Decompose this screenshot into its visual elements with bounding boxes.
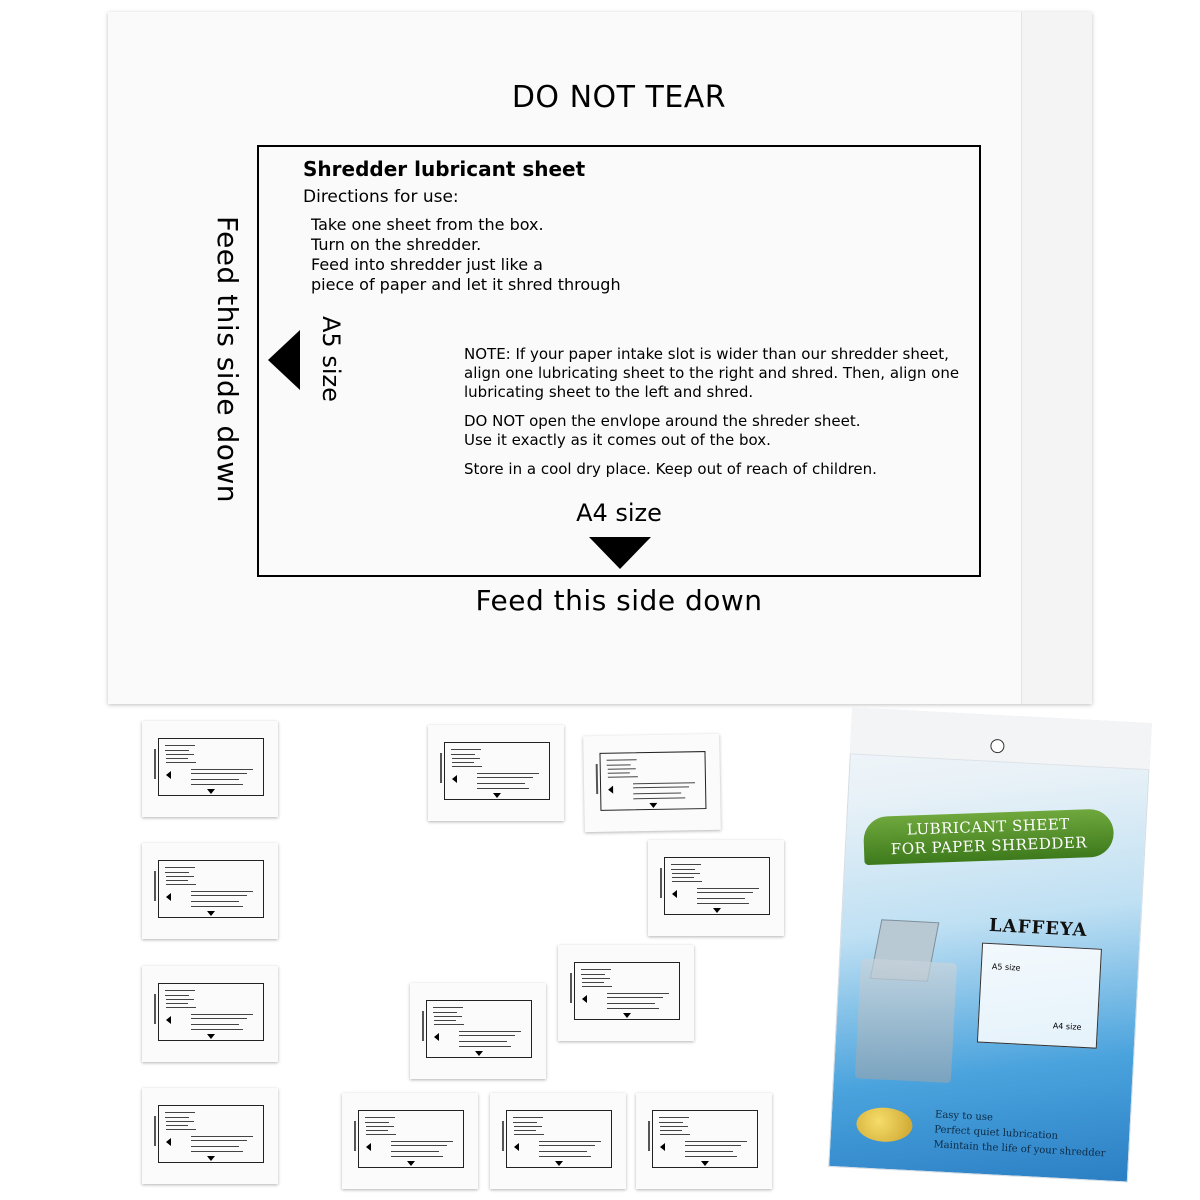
mini-sheet bbox=[142, 966, 278, 1062]
mini-arrow-left-icon bbox=[166, 1016, 171, 1024]
mini-sheet bbox=[342, 1093, 478, 1189]
direction-item: piece of paper and let it shred through bbox=[311, 275, 621, 294]
mini-side-mark bbox=[648, 1121, 650, 1151]
a5-size-label: A5 size bbox=[317, 316, 345, 402]
mini-arrow-down-icon bbox=[407, 1161, 415, 1166]
note-text: NOTE: If your paper intake slot is wider… bbox=[464, 345, 960, 401]
direction-item: Take one sheet from the box. bbox=[311, 215, 544, 234]
mini-side-mark bbox=[154, 994, 156, 1024]
mini-sheet bbox=[142, 721, 278, 817]
mini-arrow-left-icon bbox=[166, 893, 171, 901]
mini-box bbox=[574, 962, 680, 1020]
mini-arrow-left-icon bbox=[582, 995, 587, 1003]
mini-box bbox=[158, 738, 264, 796]
mini-side-mark bbox=[660, 868, 662, 898]
mini-sheet bbox=[410, 983, 546, 1079]
mini-arrow-down-icon bbox=[649, 802, 658, 809]
mini-sheet bbox=[490, 1093, 626, 1189]
mini-sheet bbox=[636, 1093, 772, 1189]
mini-side-mark bbox=[154, 1116, 156, 1146]
arrow-left-icon bbox=[268, 330, 300, 390]
mini-side-mark bbox=[154, 749, 156, 779]
mini-sheet bbox=[142, 843, 278, 939]
mini-sheet bbox=[428, 725, 564, 821]
a4-size-label: A4 size bbox=[576, 499, 662, 527]
mini-box bbox=[358, 1110, 464, 1168]
direction-item: Turn on the shredder. bbox=[311, 235, 482, 254]
mini-arrow-down-icon bbox=[493, 793, 501, 798]
mini-box bbox=[426, 1000, 532, 1058]
package-features: Easy to use Perfect quiet lubrication Ma… bbox=[933, 1107, 1107, 1161]
mini-arrow-left-icon bbox=[608, 785, 614, 794]
mini-box bbox=[444, 742, 550, 800]
mini-side-mark bbox=[570, 973, 572, 1003]
mini-arrow-down-icon bbox=[713, 908, 721, 913]
mini-arrow-left-icon bbox=[660, 1143, 665, 1151]
mini-sheet bbox=[142, 1088, 278, 1184]
do-not-tear-label: DO NOT TEAR bbox=[511, 80, 727, 115]
mini-arrow-left-icon bbox=[166, 771, 171, 779]
mini-arrow-down-icon bbox=[207, 1156, 215, 1161]
mini-box bbox=[652, 1110, 758, 1168]
mini-footer bbox=[585, 814, 721, 816]
envelope-note-line2: Use it exactly as it comes out of the bo… bbox=[464, 431, 771, 449]
arrow-down-icon bbox=[589, 537, 651, 569]
notes-block: NOTE: If your paper intake slot is wider… bbox=[464, 345, 974, 489]
envelope-note-line1: DO NOT open the envlope around the shred… bbox=[464, 412, 861, 430]
package-sheet-card: A5 size A4 size bbox=[976, 942, 1102, 1049]
package-banner: LUBRICANT SHEET FOR PAPER SHREDDER bbox=[862, 808, 1115, 866]
shredder-icon bbox=[854, 958, 957, 1084]
mini-box bbox=[158, 860, 264, 918]
mini-arrow-left-icon bbox=[672, 890, 677, 898]
mini-side-mark bbox=[154, 871, 156, 901]
mini-sheet bbox=[583, 733, 721, 833]
store-note: Store in a cool dry place. Keep out of r… bbox=[464, 460, 877, 478]
mini-side-mark bbox=[440, 753, 442, 783]
mini-box bbox=[158, 983, 264, 1041]
feed-side-label: Feed this side down bbox=[211, 216, 244, 504]
mini-side-mark bbox=[502, 1121, 504, 1151]
mini-arrow-down-icon bbox=[623, 1013, 631, 1018]
direction-item: Feed into shredder just like a bbox=[311, 255, 543, 274]
mini-arrow-left-icon bbox=[514, 1143, 519, 1151]
mini-side-mark bbox=[595, 763, 599, 794]
mini-box bbox=[664, 857, 770, 915]
mini-sheet bbox=[648, 840, 784, 936]
feed-bottom-label: Feed this side down bbox=[475, 584, 763, 617]
mini-arrow-down-icon bbox=[207, 1034, 215, 1039]
mini-side-mark bbox=[354, 1121, 356, 1151]
mini-box bbox=[158, 1105, 264, 1163]
mini-title bbox=[583, 743, 719, 745]
card-a4-label: A4 size bbox=[1052, 1021, 1082, 1032]
mini-arrow-left-icon bbox=[434, 1033, 439, 1041]
mini-arrow-down-icon bbox=[475, 1051, 483, 1056]
mini-box bbox=[506, 1110, 612, 1168]
directions-label: Directions for use: bbox=[303, 187, 459, 207]
directions-list: Take one sheet from the box. Turn on the… bbox=[311, 215, 621, 295]
mini-box bbox=[599, 751, 707, 811]
envelope-note: DO NOT open the envlope around the shred… bbox=[464, 412, 974, 450]
sheet-instructions-box: Shredder lubricant sheet Directions for … bbox=[257, 145, 981, 577]
mini-sheet bbox=[558, 945, 694, 1041]
product-package: LUBRICANT SHEET FOR PAPER SHREDDER LAFFE… bbox=[828, 707, 1152, 1183]
mini-arrow-down-icon bbox=[207, 911, 215, 916]
sheet-heading: Shredder lubricant sheet bbox=[303, 157, 586, 181]
sheet-flap bbox=[1021, 12, 1092, 704]
mini-arrow-down-icon bbox=[555, 1161, 563, 1166]
mini-arrow-down-icon bbox=[701, 1161, 709, 1166]
mini-arrow-left-icon bbox=[366, 1143, 371, 1151]
mini-arrow-left-icon bbox=[166, 1138, 171, 1146]
mini-arrow-left-icon bbox=[452, 775, 457, 783]
card-a5-label: A5 size bbox=[991, 962, 1021, 973]
mini-side-mark bbox=[422, 1011, 424, 1041]
mini-arrow-down-icon bbox=[207, 789, 215, 794]
